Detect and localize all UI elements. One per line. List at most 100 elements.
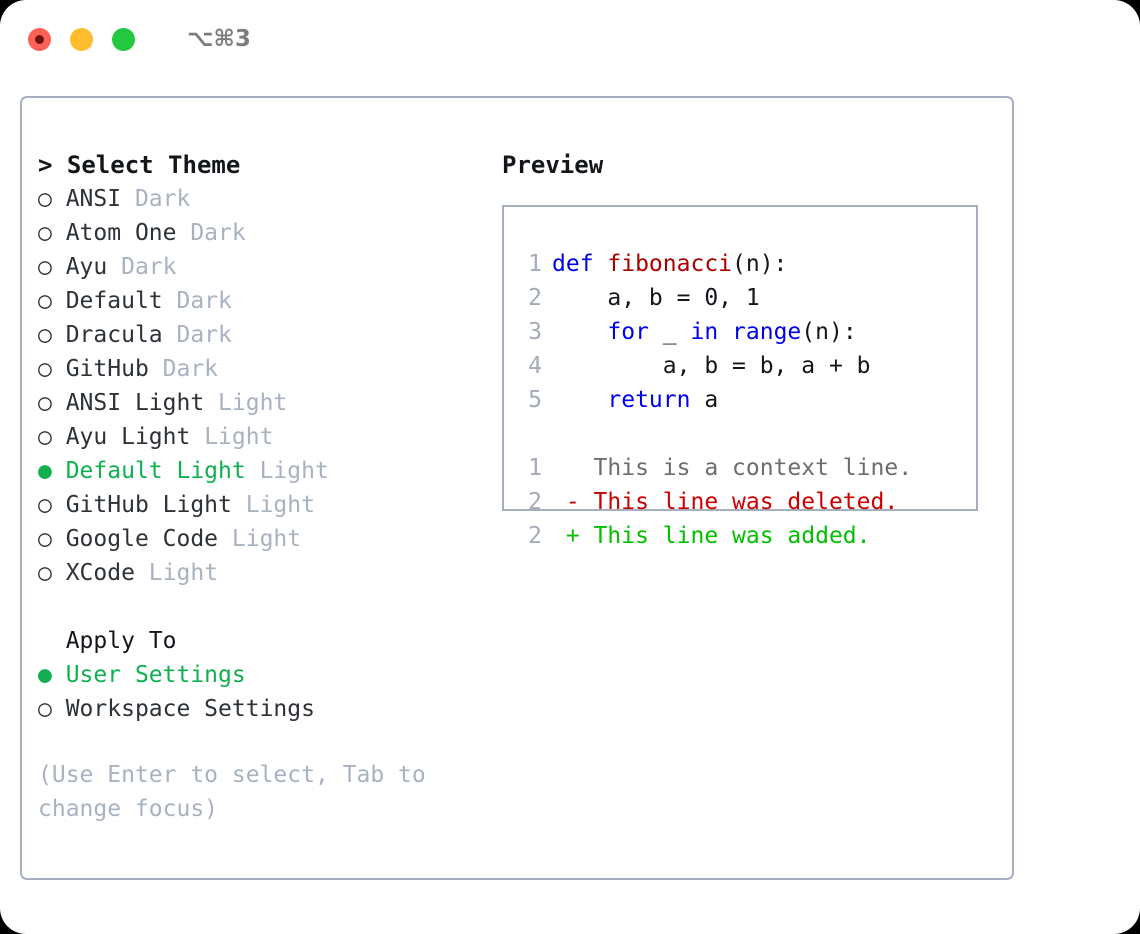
code-token: a, b = b, a + b	[552, 353, 871, 379]
theme-variant-badge: Dark	[162, 322, 232, 348]
theme-variant-badge: Dark	[162, 288, 232, 314]
theme-name-label: Ayu Light	[51, 424, 191, 450]
code-line: 4 a, b = b, a + b	[520, 349, 976, 383]
line-number: 5	[528, 387, 542, 413]
code-token	[552, 387, 607, 413]
close-light-icon[interactable]	[28, 27, 51, 51]
code-token: a	[690, 387, 719, 413]
diff-text: This line was deleted.	[579, 489, 899, 515]
code-token: for	[607, 319, 649, 345]
line-number: 1	[528, 455, 542, 481]
code-token: _	[648, 319, 691, 345]
code-token: in	[690, 319, 719, 345]
theme-name-label: ANSI Light	[51, 390, 205, 416]
theme-variant-badge: Light	[134, 560, 219, 586]
radio-unselected-icon[interactable]: ○	[38, 696, 52, 722]
radio-unselected-icon[interactable]: ○	[38, 492, 52, 518]
radio-unselected-icon[interactable]: ○	[38, 560, 52, 586]
radio-unselected-icon[interactable]: ○	[38, 288, 52, 314]
theme-list-item[interactable]: ● Default Light Light	[38, 454, 498, 488]
theme-list-item[interactable]: ○ ANSI Dark	[38, 182, 498, 216]
code-token: range	[732, 319, 802, 345]
code-token: fibonacci	[607, 251, 733, 277]
code-token	[552, 319, 607, 345]
apply-to-item[interactable]: ○ Workspace Settings	[38, 692, 498, 726]
theme-name-label: Default	[51, 288, 163, 314]
diff-sign	[552, 455, 580, 481]
theme-list-item[interactable]: ○ Dracula Dark	[38, 318, 498, 352]
theme-name-label: Atom One	[51, 220, 177, 246]
radio-unselected-icon[interactable]: ○	[38, 254, 52, 280]
theme-name-label: Default Light	[51, 458, 246, 484]
radio-selected-icon[interactable]: ●	[38, 662, 52, 688]
theme-list-item[interactable]: ○ Default Dark	[38, 284, 498, 318]
radio-unselected-icon[interactable]: ○	[38, 322, 52, 348]
code-line: 3 for _ in range(n):	[520, 315, 976, 349]
radio-unselected-icon[interactable]: ○	[38, 356, 52, 382]
theme-name-label: Ayu	[51, 254, 108, 280]
diff-text: This line was added.	[579, 523, 871, 549]
theme-name-label: Dracula	[51, 322, 163, 348]
main-panel: > Select Theme ○ ANSI Dark○ Atom One Dar…	[20, 96, 1014, 880]
code-token: return	[607, 387, 691, 413]
maximize-light-icon[interactable]	[112, 27, 135, 51]
apply-to-item[interactable]: ● User Settings	[38, 658, 498, 692]
list-spacer	[38, 590, 498, 624]
minimize-light-icon[interactable]	[70, 27, 93, 51]
hint-spacer	[38, 726, 498, 758]
apply-to-label: User Settings	[51, 662, 246, 688]
theme-list-item[interactable]: ○ GitHub Dark	[38, 352, 498, 386]
line-number: 2	[528, 523, 542, 549]
theme-selection-column: > Select Theme ○ ANSI Dark○ Atom One Dar…	[38, 148, 498, 826]
diff-sign: +	[552, 523, 580, 549]
preview-heading: Preview	[502, 151, 604, 179]
radio-unselected-icon[interactable]: ○	[38, 390, 52, 416]
theme-list-item[interactable]: ○ ANSI Light Light	[38, 386, 498, 420]
theme-list[interactable]: ○ ANSI Dark○ Atom One Dark○ Ayu Dark○ De…	[38, 182, 498, 590]
code-token: (n):	[732, 251, 788, 277]
apply-to-list[interactable]: ● User Settings○ Workspace Settings	[38, 658, 498, 726]
line-number: 2	[528, 285, 542, 311]
diff-sign: -	[552, 489, 580, 515]
theme-name-label: XCode	[51, 560, 135, 586]
radio-unselected-icon[interactable]: ○	[38, 424, 52, 450]
theme-list-item[interactable]: ○ GitHub Light Light	[38, 488, 498, 522]
panel-columns: > Select Theme ○ ANSI Dark○ Atom One Dar…	[22, 98, 1012, 878]
theme-list-item[interactable]: ○ Ayu Dark	[38, 250, 498, 284]
code-diff-gap	[520, 417, 976, 451]
select-theme-heading: > Select Theme	[38, 151, 241, 179]
theme-name-label: GitHub	[51, 356, 149, 382]
diff-line: 2 - This line was deleted.	[520, 485, 976, 519]
theme-variant-badge: Light	[218, 526, 302, 552]
theme-list-item[interactable]: ○ Atom One Dark	[38, 216, 498, 250]
radio-selected-icon[interactable]: ●	[38, 458, 52, 484]
theme-list-item[interactable]: ○ Ayu Light Light	[38, 420, 498, 454]
radio-unselected-icon[interactable]: ○	[38, 186, 52, 212]
keyboard-shortcut-label: ⌥⌘3	[187, 26, 251, 52]
theme-variant-badge: Light	[245, 458, 329, 484]
code-line: 5 return a	[520, 383, 976, 417]
keyboard-hint-text: (Use Enter to select, Tab to change focu…	[38, 762, 440, 822]
diff-sample: 1 This is a context line.2 - This line w…	[520, 451, 976, 553]
window-controls	[28, 27, 135, 51]
code-token: def	[552, 251, 608, 277]
radio-unselected-icon[interactable]: ○	[38, 526, 52, 552]
theme-name-label: Google Code	[51, 526, 219, 552]
code-token	[718, 319, 732, 345]
line-number: 4	[528, 353, 542, 379]
radio-unselected-icon[interactable]: ○	[38, 220, 52, 246]
diff-line: 1 This is a context line.	[520, 451, 976, 485]
theme-variant-badge: Dark	[148, 356, 219, 382]
theme-list-item[interactable]: ○ XCode Light	[38, 556, 498, 590]
theme-variant-badge: Light	[231, 492, 315, 518]
theme-list-item[interactable]: ○ Google Code Light	[38, 522, 498, 556]
apply-to-label: Workspace Settings	[51, 696, 315, 722]
theme-variant-badge: Light	[204, 390, 288, 416]
theme-variant-badge: Light	[190, 424, 274, 450]
theme-variant-badge: Dark	[176, 220, 246, 246]
